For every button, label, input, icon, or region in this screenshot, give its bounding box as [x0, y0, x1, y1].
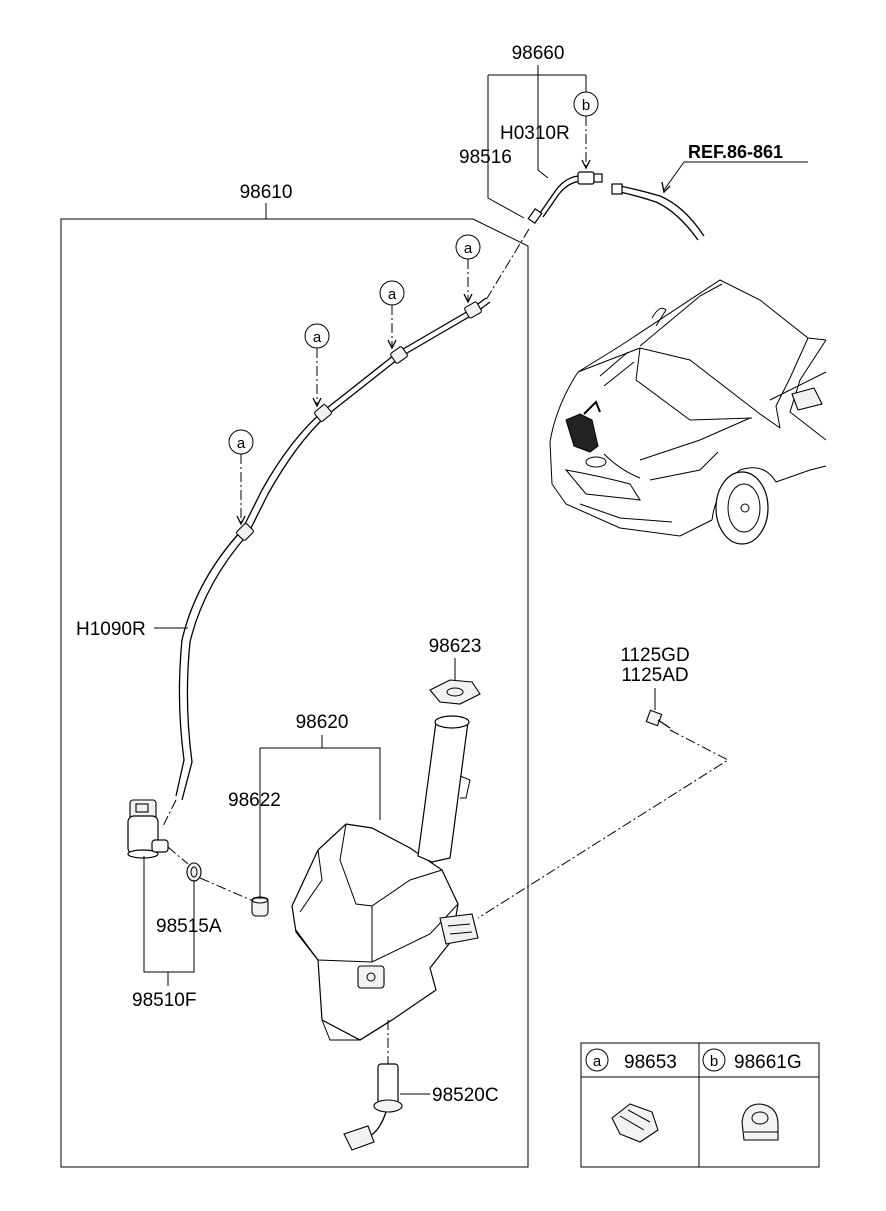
legend-a-part[interactable]: 98653 — [624, 1052, 677, 1073]
label-98516[interactable]: 98516 — [459, 147, 512, 168]
vehicle-illustration — [549, 279, 827, 545]
clip-98653-drawing — [611, 1103, 659, 1143]
ref-label[interactable]: REF.86-861 — [688, 142, 783, 162]
mounting-bolt — [645, 709, 671, 729]
label-H0310R[interactable]: H0310R — [500, 123, 570, 144]
label-98660[interactable]: 98660 — [512, 43, 565, 64]
callout-a-2-letter: a — [388, 286, 397, 303]
washer-pump — [127, 799, 169, 859]
legend-a-circle — [585, 1048, 609, 1072]
legend-b-circle — [702, 1048, 726, 1072]
reservoir-grommet — [251, 896, 269, 917]
leader-98660 — [488, 65, 586, 179]
callout-a-1-letter: a — [464, 240, 473, 257]
label-98515A[interactable]: 98515A — [156, 916, 222, 937]
filler-cap — [429, 679, 481, 705]
callout-a-3-letter: a — [313, 329, 322, 346]
label-98520C[interactable]: 98520C — [432, 1085, 499, 1106]
label-1125GD[interactable]: 1125GD — [620, 645, 689, 666]
legend-b-letter: b — [710, 1053, 718, 1070]
reservoir-location-highlight — [565, 413, 599, 453]
washer-reservoir — [291, 715, 479, 1041]
label-98510F[interactable]: 98510F — [132, 990, 196, 1011]
legend-b-part[interactable]: 98661G — [734, 1052, 802, 1073]
level-sensor — [343, 1063, 403, 1151]
label-98620[interactable]: 98620 — [296, 712, 349, 733]
clip-98661G-drawing — [741, 1103, 779, 1141]
label-1125AD[interactable]: 1125AD — [621, 665, 688, 686]
washer-hose-h1090r — [175, 297, 487, 797]
legend-table: a 98653 b 98661G — [580, 1042, 820, 1168]
label-98623[interactable]: 98623 — [429, 636, 482, 657]
label-H1090R[interactable]: H1090R — [76, 619, 146, 640]
assembly-frame — [60, 218, 529, 1168]
callout-a-4-letter: a — [237, 435, 246, 452]
callout-b-letter: b — [582, 97, 590, 114]
ref-hose — [619, 185, 705, 237]
label-98622[interactable]: 98622 — [228, 790, 281, 811]
legend-a-letter: a — [593, 1053, 602, 1070]
pump-grommet — [186, 862, 202, 882]
label-98610[interactable]: 98610 — [240, 182, 293, 203]
